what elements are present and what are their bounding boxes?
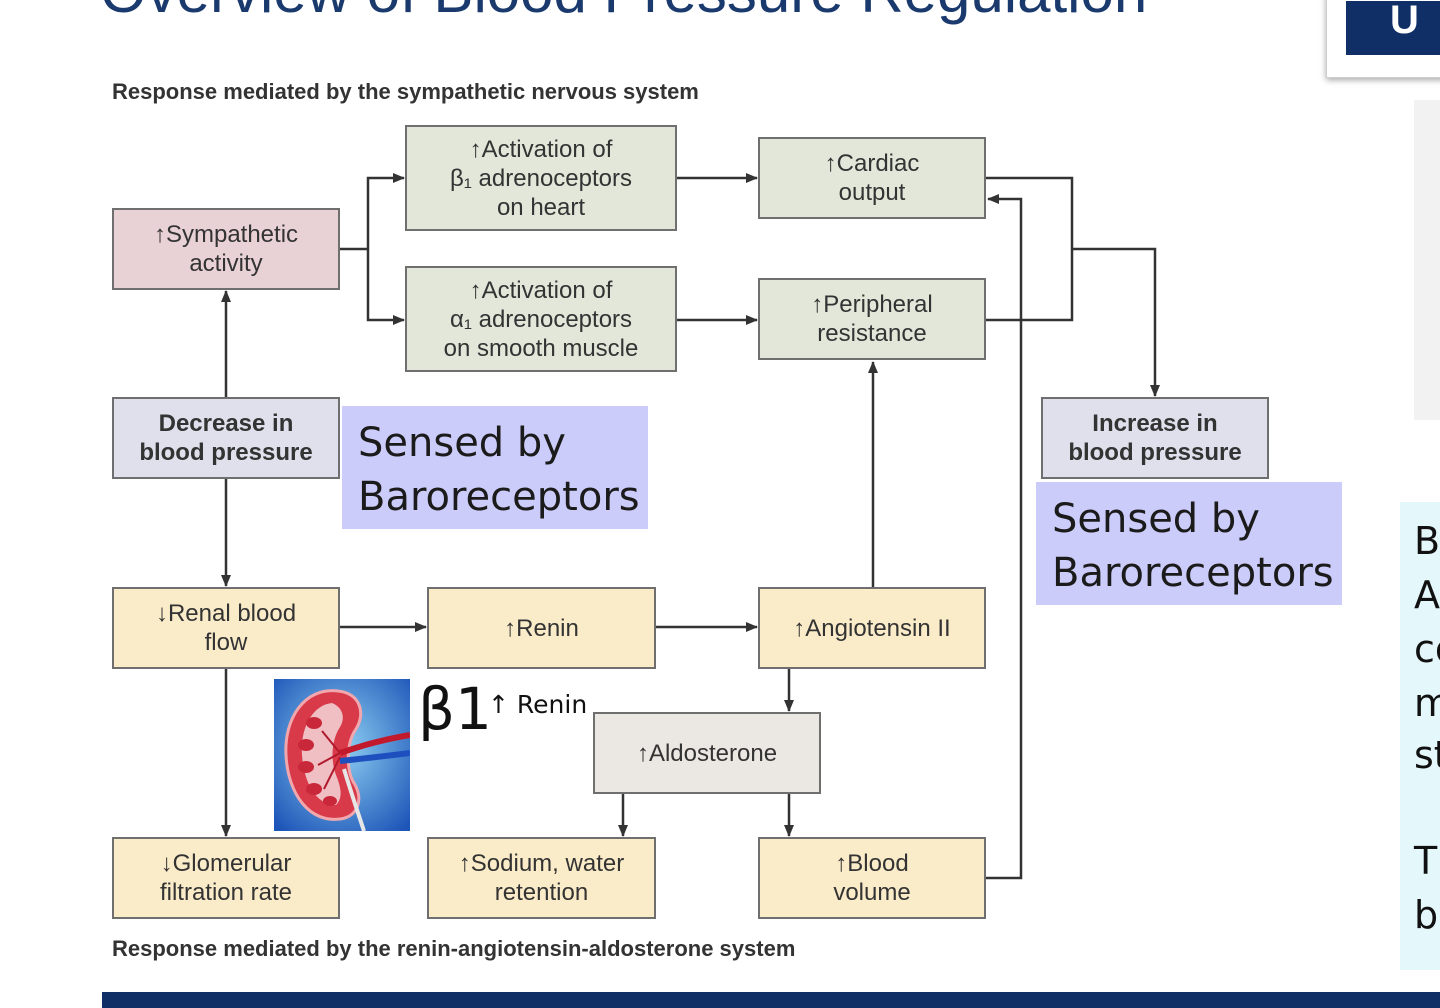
side-panel-top [1414, 100, 1440, 420]
node-renal-blood-flow: ↓Renal blood flow [112, 587, 340, 669]
side-text-6: Tl [1414, 839, 1440, 883]
node-peripheral-resistance: ↑Peripheral resistance [758, 278, 986, 360]
sympathetic-section-label: Response mediated by the sympathetic ner… [112, 79, 699, 104]
node-aldosterone: ↑Aldosterone [593, 712, 821, 794]
node-decrease-bp: Decrease in blood pressure [112, 397, 340, 479]
node-renal-blood-flow-label: ↓Renal blood flow [155, 600, 297, 656]
node-sympathetic-activity-label: ↑Sympathetic activity [153, 221, 299, 277]
side-text-5: st [1414, 733, 1440, 777]
node-glomerular-filtration-rate: ↓Glomerular filtration rate [112, 837, 340, 919]
node-cardiac-output-label: ↑Cardiac output [824, 150, 920, 206]
node-alpha1-activation-label: ↑Activation of α₁ adrenoceptors on smoot… [443, 276, 639, 362]
logo-frame: U [1326, 0, 1440, 78]
side-text-1: B [1414, 519, 1440, 563]
node-gfr-label: ↓Glomerular filtration rate [159, 850, 293, 906]
node-peripheral-resistance-label: ↑Peripheral resistance [811, 291, 933, 347]
beta1-renin-note: ↑ Renin [488, 690, 588, 719]
node-renin-label: ↑Renin [504, 614, 579, 642]
side-text-3: co [1414, 627, 1440, 671]
node-beta1-activation-label: ↑Activation of β₁ adrenoceptors on heart [449, 135, 632, 221]
node-beta1-activation: ↑Activation of β₁ adrenoceptors on heart [405, 125, 677, 231]
raas-section-label: Response mediated by the renin-angiotens… [112, 936, 796, 961]
kidney-icon [274, 679, 410, 831]
logo: U [1346, 0, 1440, 55]
node-cardiac-output: ↑Cardiac output [758, 137, 986, 219]
beta1-symbol: β1 [418, 675, 492, 743]
node-sympathetic-activity: ↑Sympathetic activity [112, 208, 340, 290]
side-text-2: A [1414, 573, 1440, 617]
arrow-volume-to-cardiac [986, 194, 1023, 880]
callout-baroreceptors-left: Sensed by Baroreceptors [342, 406, 648, 529]
side-panel-bottom: B A co m st Tl b [1400, 502, 1440, 970]
node-angiotensin-ii: ↑Angiotensin II [758, 587, 986, 669]
node-alpha1-activation: ↑Activation of α₁ adrenoceptors on smoot… [405, 266, 677, 372]
side-text-7: b [1414, 893, 1439, 937]
node-renin: ↑Renin [427, 587, 656, 669]
node-blood-volume-label: ↑Blood volume [833, 850, 911, 906]
node-angiotensin-ii-label: ↑Angiotensin II [793, 614, 951, 642]
side-text-4: m [1414, 681, 1440, 725]
slide-title: Overview of Blood Pressure Regulation [100, 0, 1147, 22]
bottom-bar [102, 992, 1440, 1008]
node-blood-volume: ↑Blood volume [758, 837, 986, 919]
node-sodium-label: ↑Sodium, water retention [458, 850, 625, 906]
callout-baroreceptors-right: Sensed by Baroreceptors [1036, 482, 1342, 605]
arrow-symp-to-alpha1 [366, 249, 405, 325]
arrow-symp-to-beta1 [366, 173, 405, 249]
node-increase-bp: Increase in blood pressure [1041, 397, 1269, 479]
node-increase-bp-label: Increase in blood pressure [1068, 410, 1242, 466]
node-aldosterone-label: ↑Aldosterone [636, 739, 778, 767]
arrow-merge-to-increase [1072, 247, 1160, 397]
node-decrease-bp-label: Decrease in blood pressure [139, 410, 313, 466]
node-sodium-water-retention: ↑Sodium, water retention [427, 837, 656, 919]
